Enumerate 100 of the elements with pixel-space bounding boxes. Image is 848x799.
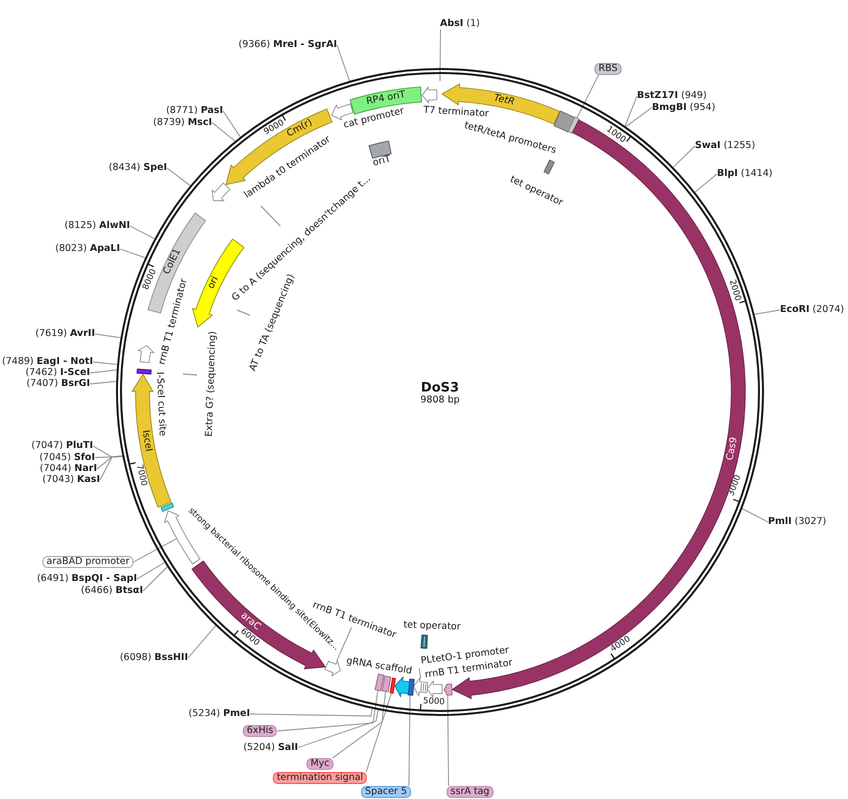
cut-site-bar [136, 368, 152, 376]
leader-line [742, 508, 768, 522]
feature-label: T7 terminator [423, 106, 490, 120]
leader-line [90, 380, 117, 384]
feature-label: tet operator [403, 620, 461, 634]
restriction-site-label: (7619) AvrII [35, 328, 95, 340]
plasmid-size: 9808 bp [420, 396, 460, 406]
leader-line [92, 446, 123, 458]
restriction-site-label: (8771) PasI [166, 106, 223, 116]
feature-label: IsceI [138, 429, 154, 452]
tag-bar [374, 673, 385, 692]
feature-tag: araBAD promoter [42, 556, 134, 568]
terminator-feature [421, 86, 438, 104]
leader-line [94, 334, 122, 338]
scale-label: 7000 [133, 463, 148, 487]
leader-line [96, 456, 123, 470]
restriction-site-label: (7489) EagI - NotI [2, 356, 93, 368]
restriction-site-label: (7045) SfoI [39, 452, 95, 463]
restriction-site-label: (5234) PmeI [188, 708, 250, 720]
terminator-feature [324, 660, 344, 678]
leader-line [418, 668, 422, 679]
leader-line [90, 370, 118, 374]
scale-label: 8000 [141, 268, 160, 292]
feature-tag: RBS [594, 63, 622, 75]
tag-bar [381, 675, 392, 694]
leader-line [130, 226, 155, 240]
leader-line [672, 146, 696, 168]
scale-label: 5000 [423, 697, 446, 708]
leader-line [754, 310, 780, 315]
leader-line [332, 691, 386, 758]
restriction-site-label: (6491) BspQI - SapI [36, 574, 137, 584]
leader-line [440, 28, 441, 82]
plasmid-name: DoS3 [420, 382, 460, 396]
restriction-site-label: (7047) PluTI [31, 440, 93, 452]
restriction-site-label: (7407) BsrGI [26, 378, 90, 390]
signal-bar [389, 676, 396, 694]
restriction-site-label: (8125) AlwNI [64, 220, 130, 232]
feature-tag: Spacer 5 [361, 786, 411, 798]
scale-label: 2000 [726, 278, 742, 302]
restriction-site-label: PmlI (3027) [768, 516, 826, 528]
mutation-tick [260, 204, 282, 227]
leader-line [576, 74, 599, 119]
restriction-site-label: (7044) NarI [40, 464, 97, 474]
leader-line [120, 248, 146, 258]
restriction-site-label: (8434) SpeI [108, 162, 167, 174]
operator-bar [420, 634, 429, 650]
terminator-feature [426, 680, 444, 698]
leader-line [336, 626, 352, 662]
leader-line [624, 96, 638, 126]
terminator-feature [136, 344, 155, 364]
leader-line [447, 694, 449, 786]
feature-label: oriT [372, 154, 392, 170]
operator-bar [542, 158, 556, 175]
feature-tag: Myc [306, 758, 334, 770]
feature-label: Extra G? (sequencing) [204, 331, 220, 437]
mutation-tick [236, 308, 252, 316]
leader-line [188, 625, 216, 658]
feature-label: TetR [493, 93, 516, 109]
restriction-site-label: (6098) BssHII [120, 652, 188, 664]
leader-line [336, 44, 350, 82]
gene-feature [130, 372, 172, 508]
restriction-site-label: (8739) MscI [153, 117, 212, 128]
leader-line [222, 110, 241, 138]
scale-label: 3000 [728, 474, 744, 498]
restriction-site-label: SwaI (1255) [695, 140, 756, 152]
feature-label: ori [206, 274, 222, 291]
feature-tag: 6xHis [242, 725, 278, 737]
promoter-block [552, 110, 576, 133]
restriction-site-label: (9366) MreI - SgrAI [238, 40, 337, 50]
leader-line [298, 710, 379, 748]
leader-line [408, 695, 410, 786]
leader-line [250, 708, 372, 716]
tag-feature [442, 683, 453, 696]
restriction-site-label: BlpI (1414) [717, 168, 772, 180]
leader-line [142, 566, 168, 592]
feature-tag: termination signal [272, 772, 368, 784]
mutation-tick [182, 373, 198, 376]
leader-line [212, 122, 236, 142]
feature-label: RP4 oriT [366, 90, 407, 108]
leader-line [366, 692, 392, 772]
leader-line [276, 690, 378, 732]
leader-line [625, 107, 652, 128]
leader-line [92, 362, 118, 365]
restriction-site-label: (8023) ApaLI [55, 244, 120, 254]
restriction-site-label: AbsI (1) [440, 18, 480, 30]
feature-label: gRNA scaffold [345, 656, 413, 678]
feature-label: I-SceI cut site [153, 372, 168, 437]
leader-line [133, 538, 177, 562]
feature-tag: ssrA tag [446, 786, 494, 798]
restriction-site-label: (7043) KasI [42, 474, 100, 486]
leader-line [694, 174, 718, 193]
spacer-bar [406, 678, 415, 697]
restriction-site-label: (5204) SalI [243, 742, 298, 753]
scaffold-feature [392, 676, 410, 698]
restriction-site-label: (6466) BtsαI [80, 586, 143, 596]
leader-line [94, 456, 123, 458]
leader-line [136, 562, 165, 580]
rbs-bar [160, 502, 174, 512]
restriction-site-label: EcoRI (2074) [780, 304, 844, 316]
leader-line [166, 168, 191, 186]
